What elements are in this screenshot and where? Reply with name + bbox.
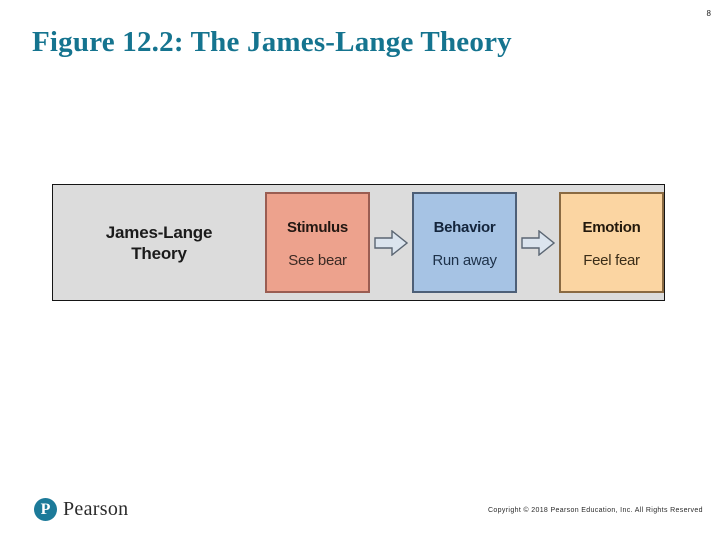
theory-label: James-Lange Theory <box>53 222 265 264</box>
stage-stimulus-title: Stimulus <box>287 218 348 236</box>
pearson-mark-icon: P <box>34 498 57 521</box>
stage-emotion: Emotion Feel fear <box>559 192 664 293</box>
right-block-arrow-icon <box>374 229 408 256</box>
theory-label-line2: Theory <box>131 243 187 263</box>
pearson-wordmark: Pearson <box>63 498 129 520</box>
copyright-notice: Copyright © 2018 Pearson Education, Inc.… <box>488 507 703 514</box>
pearson-logo: P Pearson <box>34 498 128 521</box>
slide-number: 8 <box>706 9 711 18</box>
figure-panel: James-Lange Theory Stimulus See bear Beh… <box>52 184 665 301</box>
theory-label-line1: James-Lange <box>105 222 213 242</box>
stage-stimulus: Stimulus See bear <box>265 192 370 293</box>
right-block-arrow-icon <box>521 229 555 256</box>
arrow-gap-2 <box>517 192 559 293</box>
stage-behavior: Behavior Run away <box>412 192 517 293</box>
stage-behavior-title: Behavior <box>433 218 496 236</box>
stage-emotion-title: Emotion <box>582 218 641 236</box>
stage-behavior-subtitle: Run away <box>432 251 497 269</box>
page-title: Figure 12.2: The James-Lange Theory <box>32 26 512 58</box>
flow-diagram: Stimulus See bear Behavior Run away Emot… <box>265 185 664 300</box>
arrow-gap-1 <box>370 192 412 293</box>
stage-stimulus-subtitle: See bear <box>288 251 347 269</box>
stage-emotion-subtitle: Feel fear <box>583 251 640 269</box>
